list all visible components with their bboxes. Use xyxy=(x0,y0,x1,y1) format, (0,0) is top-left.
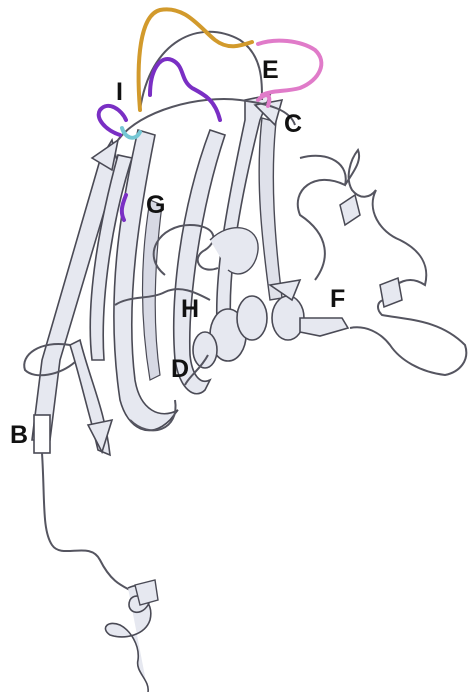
loop-orange xyxy=(139,9,252,110)
helix-H-2 xyxy=(237,296,267,340)
label-C: C xyxy=(284,112,302,137)
strand-G-inner xyxy=(143,200,163,380)
coil-n-terminal xyxy=(42,453,130,590)
arrow-F xyxy=(300,318,348,336)
helix-segment-right xyxy=(340,195,360,225)
label-F: F xyxy=(330,287,345,312)
coil-loop-upper-mid-2 xyxy=(210,228,258,274)
label-B: B xyxy=(10,423,28,448)
helix-bottom-segment xyxy=(135,580,158,605)
coil-right-helix xyxy=(345,150,466,375)
label-I: I xyxy=(116,80,123,105)
helix-H-3 xyxy=(193,332,217,368)
strand-B-tail xyxy=(34,415,50,453)
label-H: H xyxy=(181,297,199,322)
coil-loop-right xyxy=(298,156,346,280)
strand-C-2 xyxy=(259,118,282,300)
helix-segment-right-2 xyxy=(380,278,402,307)
label-G: G xyxy=(146,193,165,218)
label-E: E xyxy=(262,58,279,83)
label-D: D xyxy=(171,357,189,382)
